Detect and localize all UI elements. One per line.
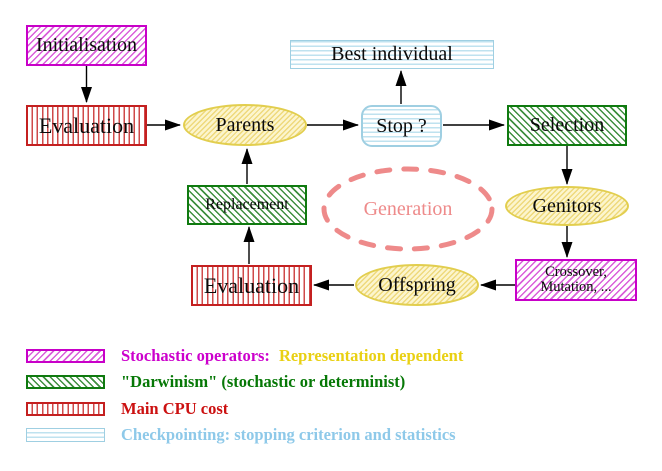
node-crossover-line1: Crossover, xyxy=(545,263,607,280)
node-genitors-label: Genitors xyxy=(532,194,602,217)
node-evaluation-bottom: Evaluation xyxy=(191,265,312,306)
node-parents-label: Parents xyxy=(215,113,275,136)
node-offspring-label: Offspring xyxy=(378,273,456,296)
legend-row-cpu-cost: Main CPU cost xyxy=(26,399,228,419)
node-crossover-mutation: Crossover, Mutation, ... xyxy=(515,259,637,301)
generation-loop-label: Generation xyxy=(340,196,476,222)
legend-row-stochastic: Stochastic operators: Representation dep… xyxy=(26,346,463,366)
legend-swatch-darwinism xyxy=(26,375,105,389)
node-initialisation: Initialisation xyxy=(26,25,147,66)
legend-swatch-stochastic-operators xyxy=(26,349,105,363)
node-best-individual-label: Best individual xyxy=(331,43,453,65)
legend-row-darwinism: "Darwinism" (stochastic or determinist) xyxy=(26,372,405,392)
generation-label-text: Generation xyxy=(363,197,453,220)
node-selection-label: Selection xyxy=(529,114,605,136)
node-evaluation-top: Evaluation xyxy=(26,105,147,146)
legend-swatch-cpu-cost xyxy=(26,402,105,416)
legend-label-cpu-cost: Main CPU cost xyxy=(121,399,229,418)
legend-label-stochastic-operators: Stochastic operators: xyxy=(121,346,270,365)
node-parents: Parents xyxy=(183,104,307,146)
legend-row-checkpointing: Checkpointing: stopping criterion and st… xyxy=(26,425,456,445)
node-offspring: Offspring xyxy=(355,264,479,306)
node-initialisation-label: Initialisation xyxy=(35,34,138,56)
node-replacement-label: Replacement xyxy=(205,195,289,213)
node-evaluation-top-label: Evaluation xyxy=(38,112,135,138)
legend-label-checkpointing: Checkpointing: stopping criterion and st… xyxy=(121,425,456,444)
node-crossover-line2: Mutation, ... xyxy=(540,279,612,295)
node-best-individual: Best individual xyxy=(290,40,494,69)
legend-label-representation-dependent: Representation dependent xyxy=(278,346,464,365)
node-genitors: Genitors xyxy=(505,186,629,226)
node-replacement: Replacement xyxy=(187,185,307,225)
node-evaluation-bottom-label: Evaluation xyxy=(203,272,300,298)
generation-loop-ellipse xyxy=(321,166,495,252)
legend-swatch-checkpointing xyxy=(26,428,105,442)
node-selection: Selection xyxy=(507,105,627,146)
legend-label-darwinism: "Darwinism" (stochastic or determinist) xyxy=(121,372,406,391)
node-stop-label: Stop ? xyxy=(376,114,427,137)
node-stop: Stop ? xyxy=(361,105,442,147)
